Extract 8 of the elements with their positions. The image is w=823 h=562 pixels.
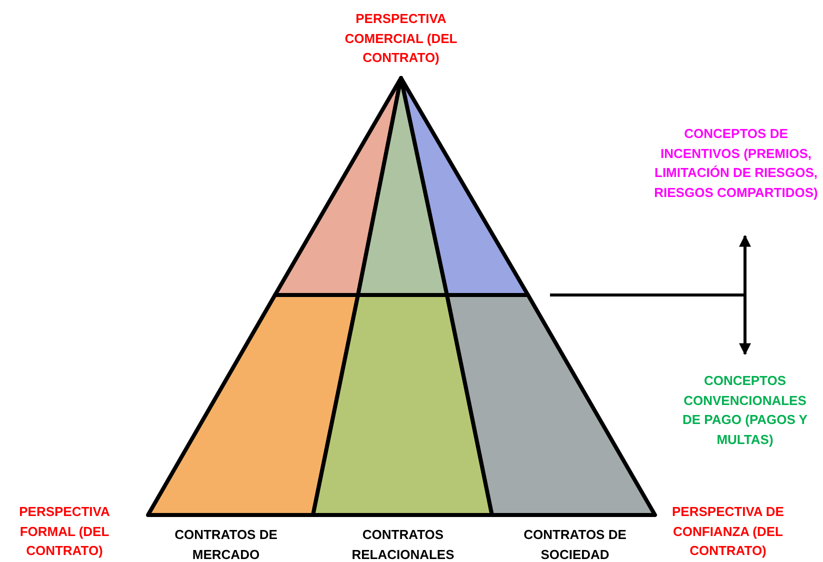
column-label: CONTRATOS RELACIONALES [350,526,456,562]
column-label: CONTRATOS DE MERCADO [174,526,278,562]
perspective-label: PERSPECTIVA FORMAL (DEL CONTRATO) [18,503,111,560]
concept-label: CONCEPTOS CONVENCIONALES DE PAGO (PAGOS Y MULTAS) [682,372,808,449]
concept-label: CONCEPTOS DE INCENTIVOS (PREMIOS, LIMITACIÓN DE RIESGOS, RIESGOS COMPARTIDOS) [653,125,819,202]
perspective-label: PERSPECTIVA DE CONFIANZA (DEL CONTRATO) [671,503,785,560]
perspective-label: PERSPECTIVA COMERCIAL (DEL CONTRATO) [344,10,458,67]
column-label: CONTRATOS DE SOCIEDAD [522,526,628,562]
